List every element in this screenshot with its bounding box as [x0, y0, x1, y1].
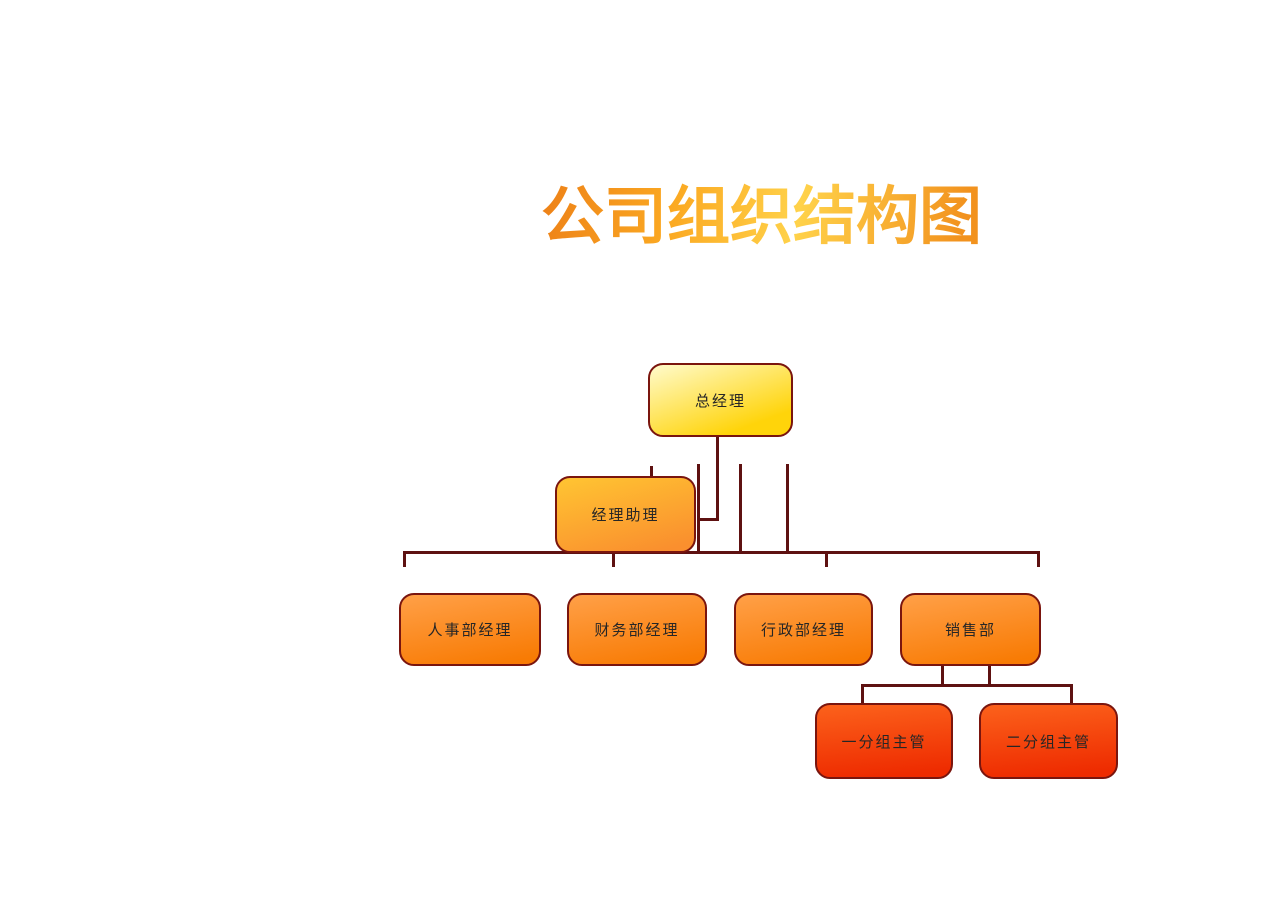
- connector-sales-stub-left: [941, 666, 944, 687]
- connector-sales-horizontal: [861, 684, 1073, 687]
- connector-main-tick-3: [825, 551, 828, 567]
- page-title: 公司组织结构图: [541, 182, 982, 252]
- connector-group1-drop: [861, 684, 864, 707]
- connector-group2-drop: [1070, 684, 1073, 707]
- node-finance-manager: 财务部经理: [567, 593, 707, 666]
- node-general-manager: 总经理: [648, 363, 793, 437]
- connector-gm-assistant-elbow: [697, 518, 719, 521]
- node-manager-assistant: 经理助理: [555, 476, 696, 553]
- node-hr-manager: 人事部经理: [399, 593, 541, 666]
- connector-sales-stub-right: [988, 666, 991, 687]
- node-group2-supervisor: 二分组主管: [979, 703, 1118, 779]
- connector-vertical-right: [786, 464, 789, 553]
- connector-main-tick-4: [1037, 551, 1040, 567]
- connector-main-tick-1: [403, 551, 406, 567]
- node-group1-supervisor: 一分组主管: [815, 703, 953, 779]
- connector-vertical-mid: [739, 464, 742, 553]
- connector-assistant-top-stub: [650, 466, 653, 479]
- node-admin-manager: 行政部经理: [734, 593, 873, 666]
- connector-main-tick-2: [612, 551, 615, 567]
- connector-main-horizontal: [403, 551, 1040, 554]
- connector-vertical-left: [697, 464, 700, 553]
- node-sales-dept: 销售部: [900, 593, 1041, 666]
- connector-gm-drop: [716, 437, 719, 521]
